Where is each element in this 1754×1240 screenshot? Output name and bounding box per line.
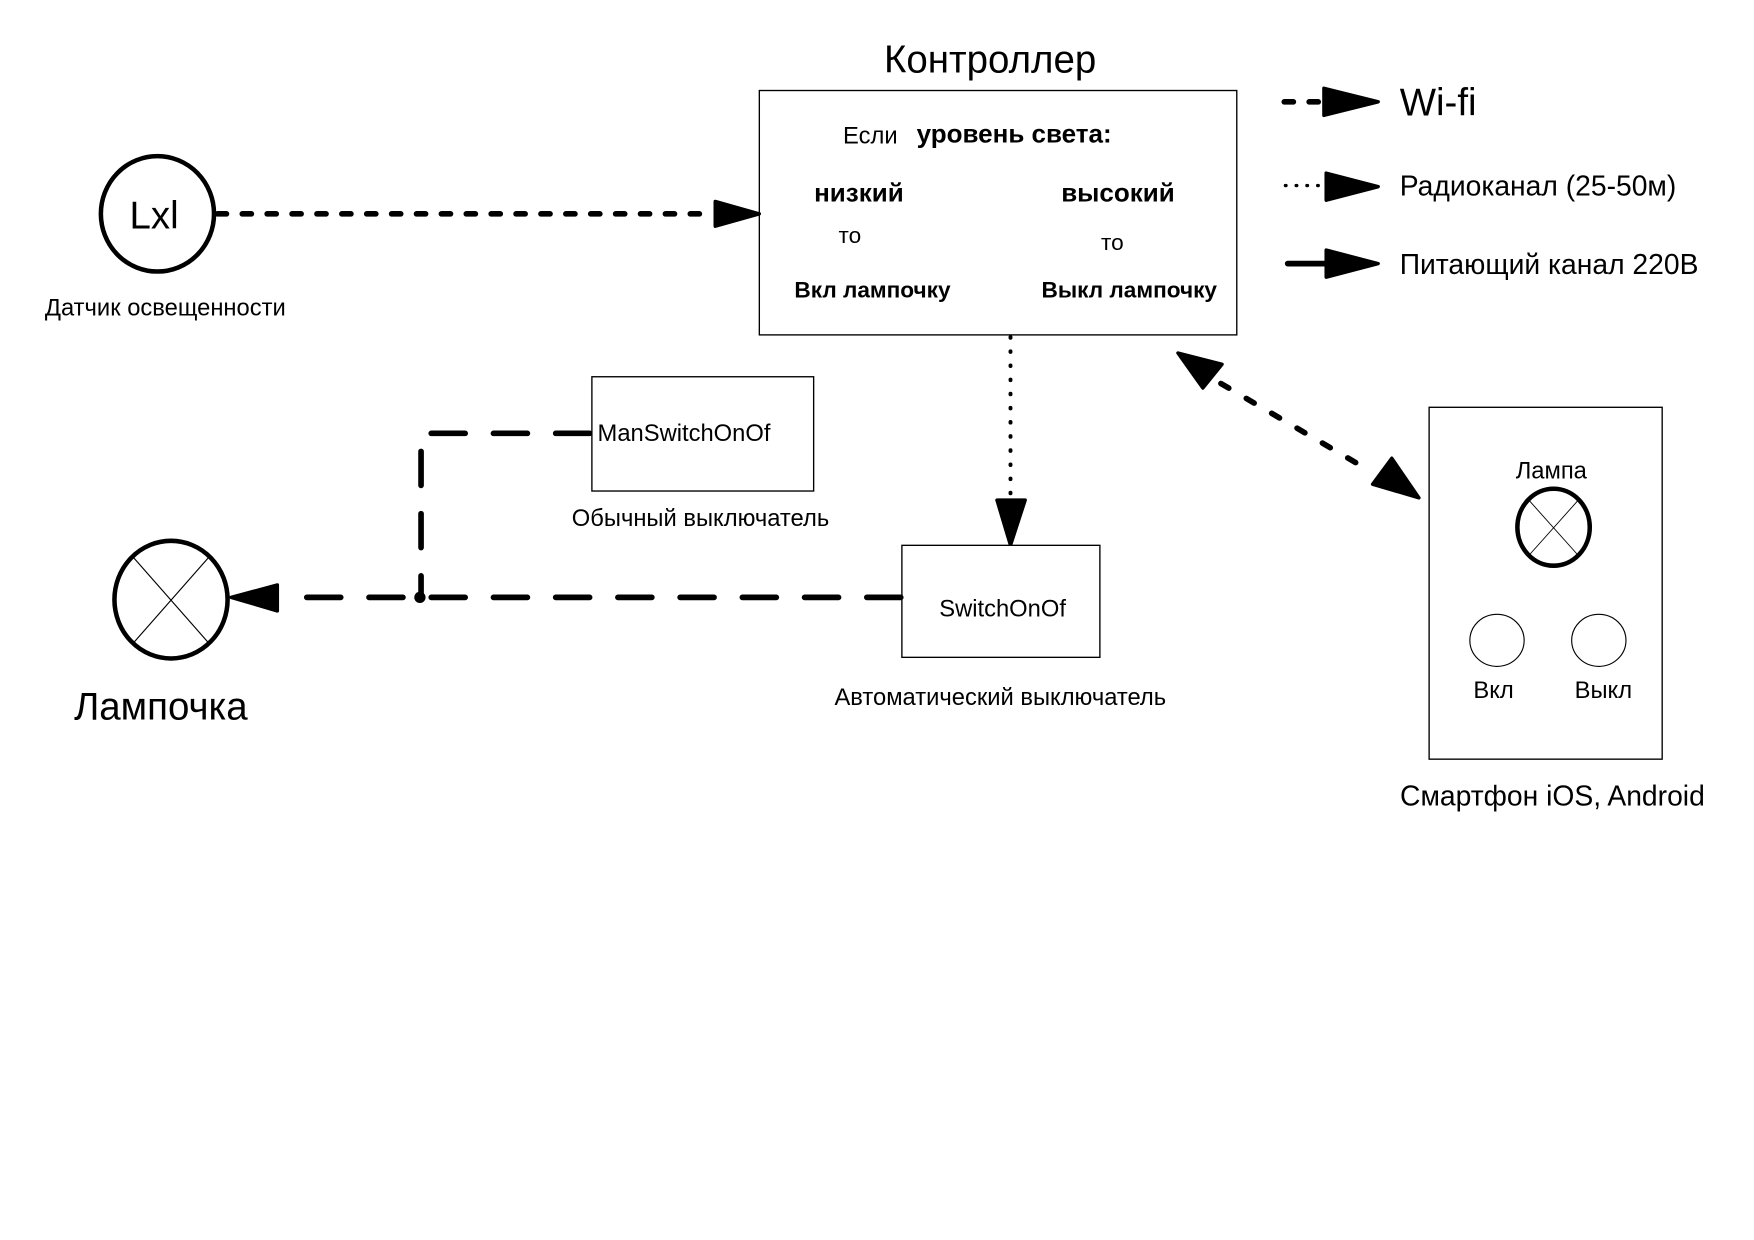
smartphone-lamp-label: Лампа: [1516, 458, 1588, 485]
manual-switch-name: ManSwitchOnOf: [598, 420, 771, 447]
controller-then-high: то: [1101, 230, 1124, 255]
manualswitch-lamp-line: [418, 430, 593, 601]
smartphone: Лампа Вкл Выкл Смартфон iOS, Android: [1400, 406, 1705, 812]
controller-action-high: Выкл лампочку: [1042, 278, 1218, 303]
off-button-label: Выкл: [1575, 677, 1632, 704]
junction-dot: [414, 591, 426, 604]
legend-item-power: Питающий канал 220В: [1284, 248, 1699, 280]
light-sensor-icon: [98, 153, 217, 274]
auto-switch-box: [901, 544, 1101, 659]
manual-switch: ManSwitchOnOf Обычный выключатель: [572, 376, 829, 532]
legend-item-wifi: Wi-fi: [1281, 81, 1477, 124]
arrowhead-icon: [1322, 86, 1380, 118]
power-lines: [229, 430, 904, 613]
sensor-label: Датчик освещенности: [45, 295, 286, 322]
arrowhead-icon: [1324, 248, 1380, 279]
arrowhead-icon: [229, 583, 280, 613]
controller-then-low: то: [839, 223, 862, 248]
auto-switch-label: Автоматический выключатель: [834, 684, 1166, 711]
controller-high-label: высокий: [1061, 177, 1175, 207]
legend-label-radio: Радиоканал (25-50м): [1400, 170, 1677, 202]
legend-label-wifi: Wi-fi: [1400, 81, 1477, 124]
smartphone-lamp-indicator[interactable]: [1515, 486, 1593, 568]
connection-controller-smartphone: [1176, 351, 1421, 500]
controller-box: [758, 89, 1238, 336]
legend-label-power: Питающий канал 220В: [1400, 248, 1699, 280]
controller-low-label: низкий: [814, 177, 904, 207]
connection-sensor-controller: [214, 199, 762, 228]
on-button-label: Вкл: [1473, 677, 1513, 704]
arrowhead-icon: [995, 498, 1027, 548]
lamp-cross-line: [133, 557, 209, 644]
controller-condition: уровень света:: [917, 119, 1112, 149]
lamp: Лампочка: [74, 538, 248, 729]
connection-controller-autoswitch: [995, 335, 1027, 548]
manual-switch-label: Обычный выключатель: [572, 505, 829, 532]
arrowhead-icon: [1324, 171, 1380, 202]
lamp-label: Лампочка: [74, 686, 248, 729]
light-sensor: Lxl Датчик освещенности: [45, 153, 286, 322]
controller-title: Контроллер: [884, 38, 1096, 81]
controller-action-low: Вкл лампочку: [794, 278, 951, 303]
controller: Контроллер Если уровень света: низкий вы…: [758, 38, 1238, 336]
auto-switch: SwitchOnOf Автоматический выключатель: [834, 544, 1166, 711]
legend-item-radio: Радиоканал (25-50м): [1283, 170, 1677, 202]
auto-switch-name: SwitchOnOf: [939, 596, 1066, 623]
wifi-link-line: [1218, 380, 1361, 467]
arrowhead-icon: [1176, 351, 1224, 390]
smartphone-frame: [1428, 406, 1663, 760]
smartphone-label: Смартфон iOS, Android: [1400, 780, 1705, 812]
sensor-symbol: Lxl: [129, 195, 178, 238]
legend: Wi-fi Радиоканал (25-50м) Питающий канал…: [1281, 81, 1699, 280]
on-button[interactable]: [1469, 613, 1525, 667]
arrowhead-icon: [713, 199, 762, 228]
lamp-cross-line: [1529, 500, 1578, 555]
controller-if-label: Если: [843, 123, 898, 150]
off-button[interactable]: [1571, 613, 1627, 667]
arrowhead-icon: [1370, 456, 1421, 500]
